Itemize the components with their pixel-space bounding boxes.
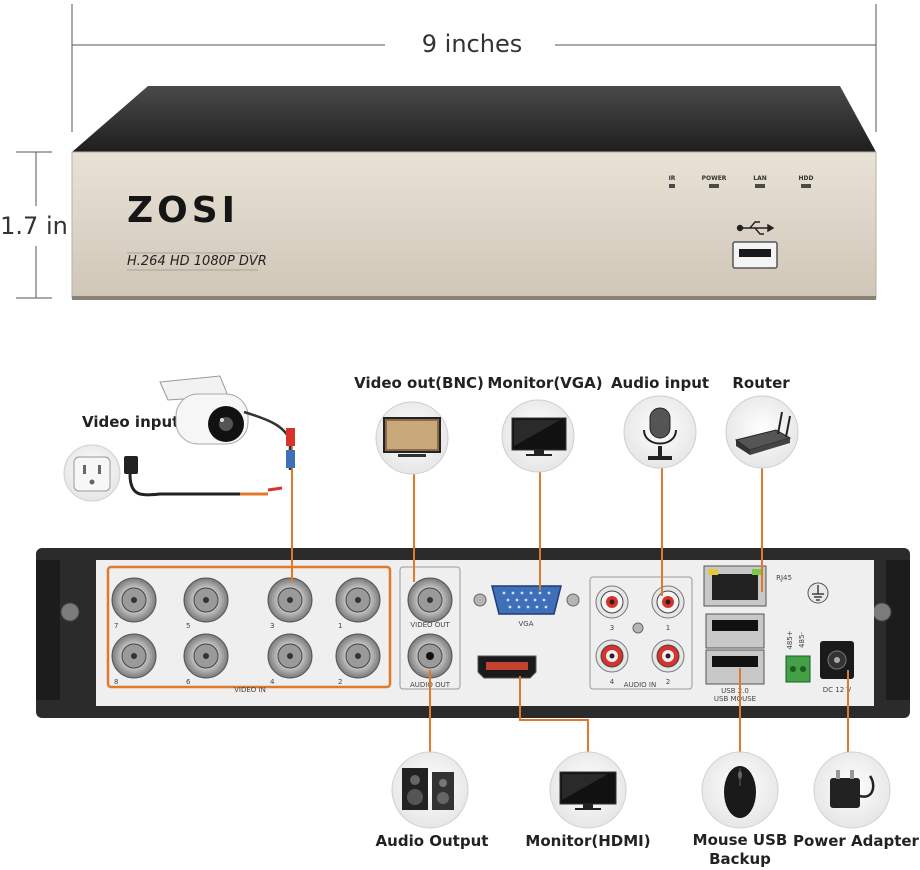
dc-power-jack <box>820 641 854 679</box>
video-in-bnc: 4 <box>267 633 313 686</box>
indicator-lan: LAN <box>753 175 767 182</box>
usb-icon <box>736 221 775 235</box>
bnc-number: 2 <box>338 678 342 686</box>
audio-input-label: Audio input <box>611 374 709 392</box>
video-input-label: Video input <box>82 413 179 431</box>
video-in-bnc: 6 <box>183 633 229 686</box>
cable-icon <box>124 410 295 497</box>
rj45-port <box>703 565 767 607</box>
video-in-bnc: 1 <box>335 577 381 630</box>
audio-in-rca: 2 <box>651 639 685 686</box>
power-adapter-icon <box>830 770 875 808</box>
brand-logo: ZOSI <box>127 190 239 231</box>
bnc-number: 8 <box>114 678 118 686</box>
monitor-vga-icon <box>511 417 567 456</box>
bnc-number: 7 <box>114 622 118 630</box>
audio-in-label: AUDIO IN <box>624 681 656 689</box>
audio-output-label: Audio Output <box>376 832 489 850</box>
monitor-hdmi-group: Monitor(HDMI) <box>525 751 651 850</box>
rs485-minus: 485- <box>798 632 806 648</box>
audio-in-rca: 3 <box>595 585 629 632</box>
video-in-bnc: 3 <box>267 577 313 630</box>
speakers-icon <box>402 768 454 810</box>
audio-in-number: 3 <box>610 624 614 632</box>
audio-in-number: 1 <box>666 624 670 632</box>
monitor-vga-group: Monitor(VGA) <box>487 374 603 473</box>
audio-output-group: Audio Output <box>376 751 489 850</box>
ground-icon <box>807 582 829 604</box>
audio-in-number: 4 <box>610 678 615 686</box>
indicator-ir: IR <box>669 175 676 182</box>
audio-out-bnc <box>407 633 453 679</box>
power-adapter-group: Power Adapter <box>793 751 920 850</box>
router-group: Router <box>725 374 799 469</box>
router-label: Router <box>732 374 790 392</box>
audio-input-group: Audio input <box>611 374 709 469</box>
bnc-number: 4 <box>270 678 275 686</box>
usb20-label: USB 2.0 <box>721 687 749 695</box>
monitor-hdmi-icon <box>559 771 617 810</box>
bnc-number: 1 <box>338 622 342 630</box>
audio-in-screw <box>632 622 644 634</box>
tv-bnc-icon <box>383 417 441 457</box>
width-label: 9 inches <box>422 30 522 58</box>
indicator-power: POWER <box>702 175 727 182</box>
video-input-group: Video input <box>63 375 295 502</box>
screw-left <box>60 602 80 622</box>
bnc-number: 6 <box>186 678 191 686</box>
backup-label: Backup <box>709 850 771 868</box>
height-label: 1.7 in <box>0 212 68 240</box>
rj45-label: RJ45 <box>776 574 792 582</box>
video-out-bnc-group: Video out(BNC) <box>354 374 484 475</box>
rs485-plus: 485+ <box>786 630 794 649</box>
monitor-vga-label: Monitor(VGA) <box>487 374 602 392</box>
audio-in-rca: 1 <box>651 585 685 632</box>
height-dimension: 1.7 in <box>0 151 68 299</box>
video-out-bnc-label: Video out(BNC) <box>354 374 484 392</box>
dvr-front: ZOSI H.264 HD 1080P DVR IR POWER LAN HDD <box>71 86 877 300</box>
mouse-usb-group: Mouse USB Backup <box>693 751 788 868</box>
mouse-icon <box>724 766 756 818</box>
power-outlet-icon <box>63 444 121 502</box>
usb-mouse-label: USB MOUSE <box>714 695 756 703</box>
router-icon <box>734 411 792 455</box>
screw-right <box>872 602 892 622</box>
video-in-bnc: 5 <box>183 577 229 630</box>
connector-lines <box>291 432 849 755</box>
indicator-leds: IR POWER LAN HDD <box>669 175 814 188</box>
vga-label: VGA <box>518 620 533 628</box>
video-in-bnc: 8 <box>111 633 157 686</box>
dc-label: DC 12 V <box>823 686 852 694</box>
video-in-bnc: 7 <box>111 577 157 630</box>
monitor-hdmi-label: Monitor(HDMI) <box>525 832 650 850</box>
audio-in-number: 2 <box>666 678 670 686</box>
width-dimension: 9 inches <box>71 4 877 132</box>
bnc-number: 3 <box>270 622 274 630</box>
video-in-highlight <box>106 565 392 689</box>
rs485-terminal <box>785 655 811 683</box>
video-in-label: VIDEO IN <box>234 686 266 694</box>
audio-in-rca: 4 <box>595 639 629 686</box>
model-label: H.264 HD 1080P DVR <box>127 254 267 269</box>
microphone-icon <box>643 407 677 460</box>
vga-port <box>473 585 580 615</box>
video-out-bnc <box>407 577 453 623</box>
power-adapter-label: Power Adapter <box>793 832 919 850</box>
mouse-usb-label: Mouse USB <box>693 831 788 849</box>
video-in-bnc: 2 <box>335 633 381 686</box>
rear-usb-ports <box>705 613 765 685</box>
bnc-number: 5 <box>186 622 190 630</box>
hdmi-port <box>477 655 537 679</box>
indicator-hdd: HDD <box>799 175 814 182</box>
camera-icon <box>159 375 249 445</box>
video-out-label: VIDEO OUT <box>410 621 450 629</box>
